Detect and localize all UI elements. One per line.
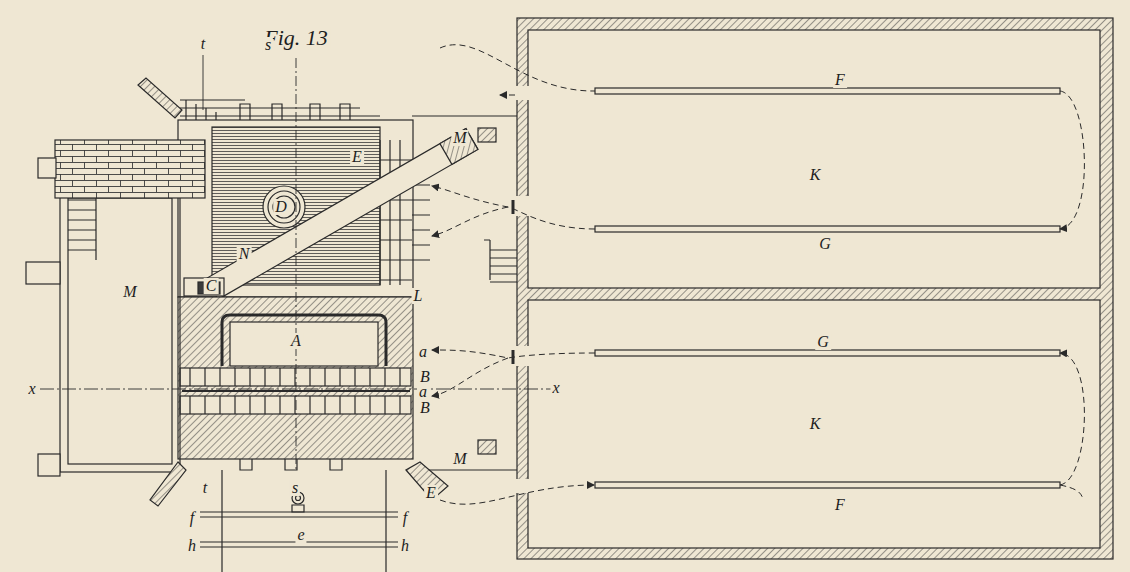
part-letter: M bbox=[451, 451, 468, 467]
part-letter: f bbox=[188, 510, 196, 526]
part-letter: K bbox=[808, 416, 823, 432]
part-letter: A bbox=[289, 333, 303, 349]
part-letter: N bbox=[237, 246, 252, 262]
part-letter: E bbox=[424, 485, 438, 501]
part-letter: G bbox=[817, 236, 833, 252]
part-letter: G bbox=[815, 334, 831, 350]
part-letter: x bbox=[26, 381, 37, 397]
part-letter: F bbox=[833, 497, 847, 513]
part-letter: s bbox=[290, 480, 300, 496]
part-letter: a bbox=[417, 344, 429, 360]
part-letter: D bbox=[273, 199, 289, 215]
part-letter: M bbox=[451, 130, 468, 146]
part-letter: F bbox=[833, 72, 847, 88]
part-letter: f bbox=[401, 510, 409, 526]
part-letter: B bbox=[418, 369, 432, 385]
part-letter: t bbox=[201, 480, 209, 496]
part-letter: E bbox=[350, 149, 364, 165]
part-letter: h bbox=[399, 538, 411, 554]
part-letter: C bbox=[204, 278, 219, 294]
part-letter: t bbox=[199, 36, 207, 52]
part-letter: K bbox=[808, 167, 823, 183]
part-letter: e bbox=[295, 527, 306, 543]
part-letter: M bbox=[121, 284, 138, 300]
part-letter: s bbox=[263, 37, 273, 53]
part-letter: x bbox=[550, 380, 561, 396]
part-letter: a bbox=[417, 384, 429, 400]
part-letter: h bbox=[186, 538, 198, 554]
part-letter: L bbox=[412, 288, 425, 304]
part-letter: B bbox=[418, 400, 432, 416]
